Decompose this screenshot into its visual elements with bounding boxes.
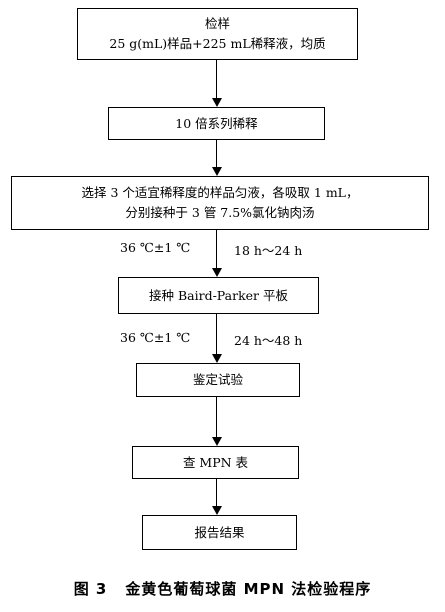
step-sample-box: 检样 25 g(mL)样品+225 mL稀释液，均质 [77, 8, 358, 60]
step-identification-box: 鉴定试验 [136, 363, 300, 397]
figure-title: 金黄色葡萄球菌 MPN 法检验程序 [125, 580, 372, 598]
step-mpn-table-box: 查 MPN 表 [132, 446, 299, 479]
step-dilution-box: 10 倍系列稀释 [108, 107, 325, 140]
step-report-label: 报告结果 [194, 524, 245, 540]
arrow-head-4 [212, 354, 222, 363]
connector-3 [216, 230, 217, 269]
connector-2 [216, 140, 217, 168]
arrow-head-1 [212, 98, 222, 107]
step-mpn-table-label: 查 MPN 表 [182, 454, 249, 470]
connector-4 [216, 314, 217, 355]
step-sample-detail: 25 g(mL)样品+225 mL稀释液，均质 [109, 36, 326, 51]
incubation-time-1: 18 h～24 h [234, 243, 303, 258]
step-report-box: 报告结果 [142, 515, 297, 550]
figure-caption: 图 3 金黄色葡萄球菌 MPN 法检验程序 [0, 578, 445, 599]
step-plate-box: 接种 Baird-Parker 平板 [118, 277, 319, 314]
step-sample-title: 检样 [204, 16, 230, 31]
figure-number: 图 3 [73, 580, 108, 598]
step-inoculate-broth-line2: 分别接种于 3 管 7.5%氯化钠肉汤 [125, 205, 315, 220]
step-inoculate-broth-box: 选择 3 个适宜稀释度的样品匀液，各吸取 1 mL， 分别接种于 3 管 7.5… [11, 176, 429, 230]
connector-5 [216, 397, 217, 439]
connector-6 [216, 479, 217, 507]
connector-1 [216, 60, 217, 100]
incubation-temp-1: 36 ℃±1 ℃ [120, 240, 191, 255]
incubation-time-2: 24 h～48 h [234, 333, 303, 348]
step-dilution-label: 10 倍系列稀释 [175, 115, 258, 131]
arrow-head-6 [212, 506, 222, 515]
arrow-head-2 [212, 167, 222, 176]
step-inoculate-broth-line1: 选择 3 个适宜稀释度的样品匀液，各吸取 1 mL， [81, 185, 359, 200]
arrow-head-3 [212, 268, 222, 277]
incubation-temp-2: 36 ℃±1 ℃ [120, 330, 191, 345]
arrow-head-5 [212, 437, 222, 446]
step-identification-label: 鉴定试验 [192, 372, 243, 387]
step-plate-label: 接种 Baird-Parker 平板 [148, 287, 288, 303]
